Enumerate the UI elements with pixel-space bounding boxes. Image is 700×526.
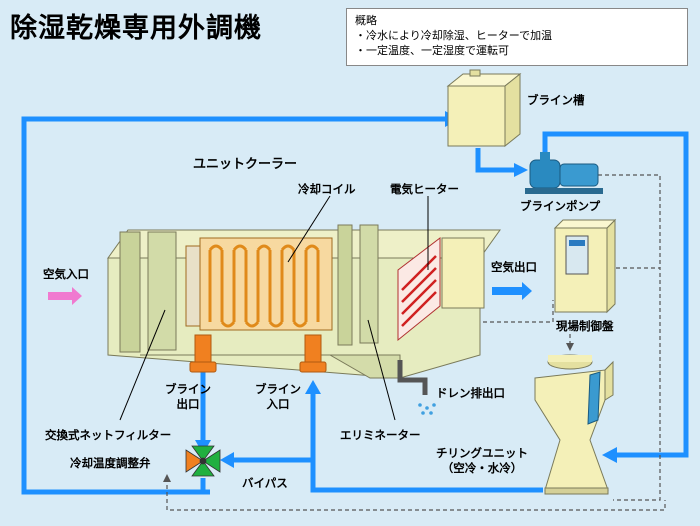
brine-pipes bbox=[21, 116, 689, 495]
drain-pipe bbox=[397, 360, 428, 395]
air-inlet-arrow bbox=[48, 287, 82, 305]
control-arrow-chiller bbox=[566, 343, 574, 351]
control-lines bbox=[166, 174, 666, 511]
page-title: 除湿乾燥専用外調機 bbox=[10, 13, 262, 44]
overview-line-2: ・一定温度、一定湿度で運転可 bbox=[355, 44, 509, 57]
filter-panel-1 bbox=[119, 231, 141, 353]
eliminator-panel-1 bbox=[337, 224, 353, 346]
eliminator-panel-2 bbox=[359, 224, 379, 344]
brine-outlet-label-line-2: 出口 bbox=[176, 397, 200, 411]
valve-label: 冷却温度調整弁 bbox=[70, 456, 151, 470]
overview-line-1: ・冷水により冷却除湿、ヒーターで加温 bbox=[355, 29, 553, 42]
brine-outlet-label-line-1: ブライン bbox=[165, 382, 211, 396]
pipe-return-to-tank bbox=[21, 116, 445, 495]
brine-inlet-label-line-2: 入口 bbox=[266, 397, 290, 411]
brine-inlet-label: ブライン 入口 bbox=[248, 382, 308, 412]
cooling-coil-label: 冷却コイル bbox=[298, 182, 356, 196]
brine-inlet-label-line-1: ブライン bbox=[255, 382, 301, 396]
cooler-bottom-hopper bbox=[140, 354, 401, 379]
pipe-tank-to-pump bbox=[475, 148, 517, 173]
chilling-unit bbox=[534, 354, 614, 495]
brine-pump bbox=[525, 152, 603, 194]
electric-heater bbox=[397, 236, 485, 342]
air-outlet-arrow bbox=[492, 282, 532, 300]
overview-heading: 概略 bbox=[355, 14, 377, 27]
drain-label: ドレン排出口 bbox=[436, 386, 505, 400]
brine-pump-label: ブラインポンプ bbox=[520, 199, 601, 213]
brine-tank-label: ブライン槽 bbox=[527, 93, 585, 107]
overview-box: 概略 ・冷水により冷却除湿、ヒーターで加温 ・一定温度、一定湿度で運転可 bbox=[346, 8, 688, 66]
brine-tank bbox=[446, 69, 522, 148]
three-way-valve bbox=[185, 445, 221, 477]
leader-lines bbox=[119, 195, 429, 421]
bypass-label: バイパス bbox=[242, 476, 288, 490]
control-arrow-valve bbox=[163, 474, 171, 482]
filter-panel-2 bbox=[147, 231, 177, 351]
control-panel-label: 現場制御盤 bbox=[556, 319, 614, 333]
drain-drops bbox=[418, 403, 436, 415]
electric-heater-label: 電気ヒーター bbox=[390, 182, 459, 196]
unit-cooler-label: ユニットクーラー bbox=[193, 157, 298, 172]
control-panel bbox=[553, 218, 617, 314]
filter-label: 交換式ネットフィルター bbox=[45, 428, 172, 442]
arrow-into-chiller bbox=[602, 447, 617, 463]
arrow-bypass-left bbox=[220, 452, 234, 468]
brine-outlet-label: ブライン 出口 bbox=[158, 382, 218, 412]
arrow-into-pump bbox=[514, 163, 528, 177]
pipe-chiller-to-inlet bbox=[310, 392, 543, 493]
chiller-label-line-2: （空冷・水冷） bbox=[441, 461, 523, 475]
eliminator-label: エリミネーター bbox=[340, 428, 421, 442]
chiller-label-line-1: チリングユニット bbox=[436, 446, 528, 460]
air-outlet-label: 空気出口 bbox=[491, 260, 537, 274]
pipe-pump-to-chiller bbox=[542, 131, 689, 458]
arrow-up-inlet bbox=[305, 380, 321, 394]
brine-nozzles bbox=[189, 334, 327, 373]
pipe-valve-to-return bbox=[200, 478, 210, 495]
air-inlet-label: 空気入口 bbox=[43, 267, 89, 281]
chiller-label: チリングユニット （空冷・水冷） bbox=[427, 446, 537, 476]
cooling-coil bbox=[185, 237, 333, 331]
